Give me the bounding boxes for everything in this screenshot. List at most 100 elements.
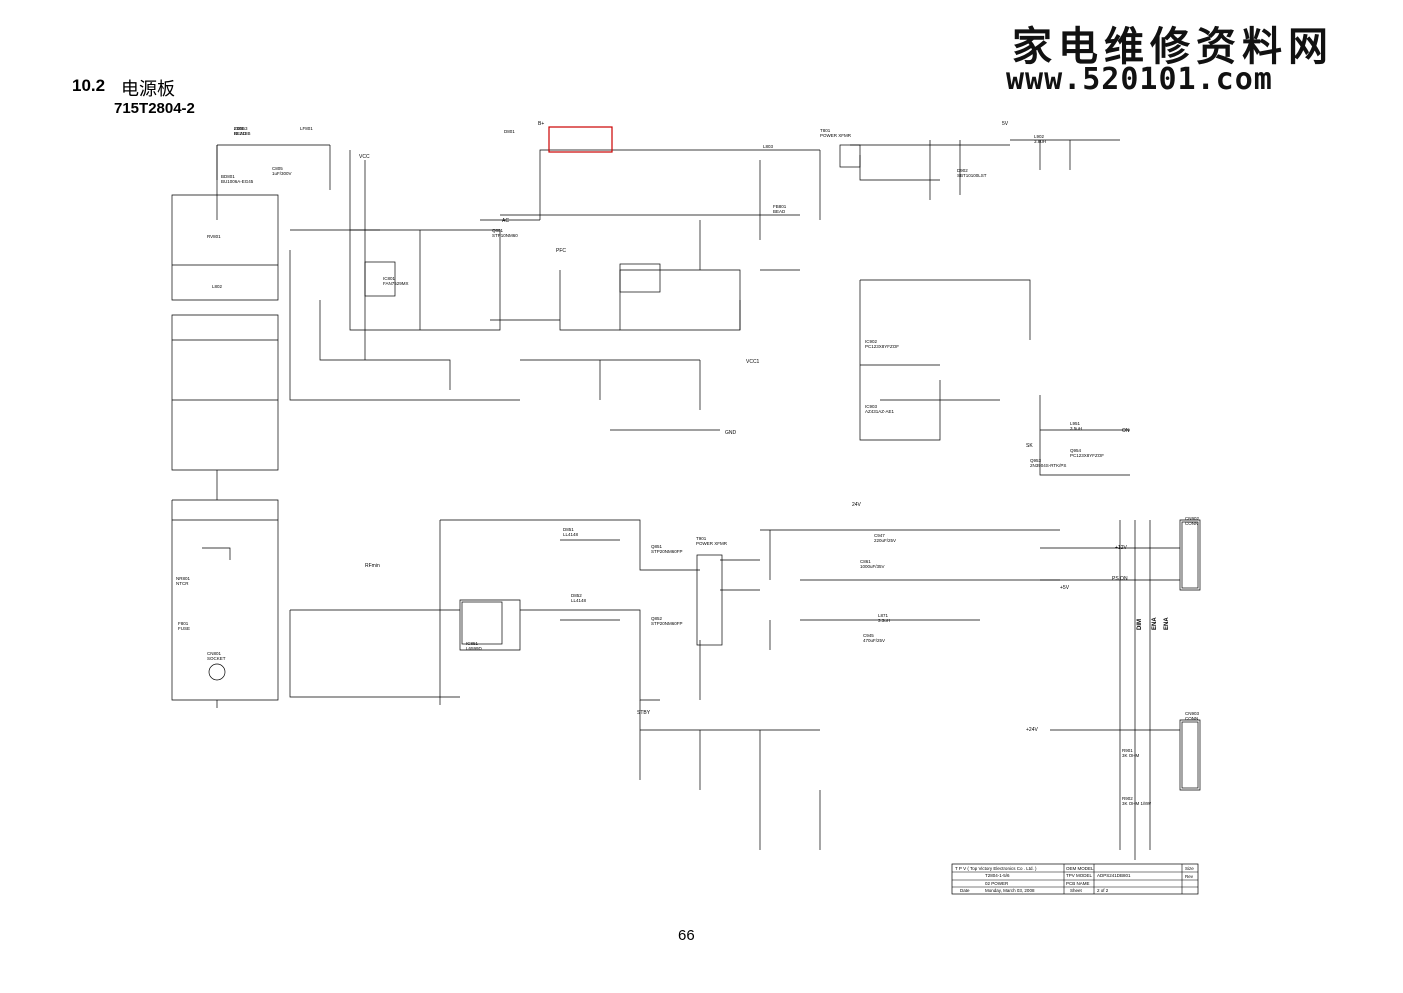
component-value: 3.3uH xyxy=(878,618,890,623)
component-ref: IC851 xyxy=(466,641,479,646)
page-number: 66 xyxy=(678,927,695,944)
watermark-chinese: 家电维修资料网 xyxy=(1012,23,1334,70)
component-value: POWER XFMR xyxy=(820,133,852,138)
component-ref: CN902 xyxy=(1185,516,1200,521)
section-number: 10.2 xyxy=(72,76,106,95)
label-ena-2: ENA xyxy=(1164,617,1170,630)
component-ref: L871 xyxy=(878,613,889,618)
component-ref: L802 xyxy=(212,284,223,289)
component-value: L6599D xyxy=(466,646,483,651)
component-ref: IC801 xyxy=(383,276,396,281)
title-date-value: Monday, March 03, 2008 xyxy=(985,888,1035,893)
component-ref: LF801 xyxy=(300,126,313,131)
component-value: STP20NM60FP xyxy=(651,549,683,554)
component-ref: C947 xyxy=(874,533,885,538)
title-date-label: Date xyxy=(960,888,970,893)
component-ref: T901 xyxy=(696,536,707,541)
net-label-rfmin: RFmin xyxy=(365,563,380,569)
component-ref: IC903 xyxy=(865,404,878,409)
component-ref: D902 xyxy=(957,168,968,173)
component-ref: RV801 xyxy=(207,234,221,239)
connector-pin-labels: DIM ENA ENA xyxy=(1137,617,1170,630)
component-ref: R902 xyxy=(1122,796,1133,801)
net-label-vcc: VCC xyxy=(359,154,370,160)
net-label-ac: AC xyxy=(502,218,509,224)
title-tpv-model-value: ADPS241DB801 xyxy=(1097,873,1131,878)
component-ref: R901 xyxy=(1122,748,1133,753)
title-board-label: 02 POWER xyxy=(985,881,1009,886)
net-label-p24v: +24V xyxy=(1026,727,1038,733)
watermark-url: www.520101.com xyxy=(1006,62,1273,97)
component-value: AZ431AZ-AE1 xyxy=(865,409,895,414)
component-ref: NR801 xyxy=(176,576,191,581)
component-value: LL4148 xyxy=(563,532,579,537)
component-ref: D851 xyxy=(563,527,574,532)
component-value: BEAD xyxy=(773,209,786,214)
component-ref: ZD953 xyxy=(234,126,248,131)
component-value: 3K OHM xyxy=(1122,753,1140,758)
net-label-b-plus: B+ xyxy=(538,121,544,127)
component-ref: Q851 xyxy=(651,544,663,549)
component-value: POWER XFMR xyxy=(696,541,728,546)
title-tpv-model-label: TPV MODEL xyxy=(1066,873,1093,878)
component-value: 470uF/25V xyxy=(863,638,885,643)
component-value: 2N3904S-RTK/PS xyxy=(1030,463,1066,468)
component-labels: L801BEADLF801C8051uF/300VBD801BU1006A-EG… xyxy=(176,126,1200,806)
component-symbols xyxy=(208,144,1199,789)
net-labels: B+ PFC VCC VCC1 AC GND STBY RFmin 5V +12… xyxy=(359,121,1130,733)
component-ref: IC902 xyxy=(865,339,878,344)
component-ref: Q954 xyxy=(1070,448,1082,453)
component-value: 220uF/25V xyxy=(874,538,896,543)
title-sheet-value: 2 of 2 xyxy=(1097,888,1109,893)
component-ref: T801 xyxy=(820,128,831,133)
label-ena: ENA xyxy=(1152,617,1158,630)
component-value: PC123X8YFZOF xyxy=(1070,453,1104,458)
board-model: 715T2804-2 xyxy=(114,100,195,117)
net-label-p5v: +5V xyxy=(1060,585,1070,591)
net-label-gnd: GND xyxy=(725,430,737,436)
component-value: CONN xyxy=(1185,521,1198,526)
component-value: LL4148 xyxy=(571,598,587,603)
net-label-sk: SK xyxy=(1026,443,1033,449)
title-size-label: Size xyxy=(1185,866,1194,871)
component-ref: Q852 xyxy=(651,616,663,621)
component-value: 1uF/300V xyxy=(272,171,292,176)
net-label-on: ON xyxy=(1122,428,1130,434)
title-company: T P V ( Top Victory Electronics Co . Ltd… xyxy=(955,866,1037,871)
component-ref: CN801 xyxy=(207,651,222,656)
component-value: BEAD xyxy=(234,131,247,136)
title-doc-no: T2804-1-5/6 xyxy=(985,873,1010,878)
component-ref: C861 xyxy=(860,559,871,564)
title-sheet-label: Sheet xyxy=(1070,888,1083,893)
title-block: T P V ( Top Victory Electronics Co . Ltd… xyxy=(951,863,1199,895)
component-ref: BD801 xyxy=(221,174,235,179)
component-value: STP10NM60 xyxy=(492,233,518,238)
component-value: FAN7529MX xyxy=(383,281,409,286)
component-value: PC123X8YFZOF xyxy=(865,344,899,349)
component-ref: L801 xyxy=(234,126,245,131)
component-ref: Q801 xyxy=(492,228,504,233)
title-pcb-name-label: PCB NAME xyxy=(1066,881,1090,886)
title-oem-model-label: OEM MODEL xyxy=(1066,866,1094,871)
net-label-5v: 5V xyxy=(1002,121,1009,127)
component-ref: D852 xyxy=(571,593,582,598)
component-ref: D801 xyxy=(504,129,515,134)
component-ref: CN903 xyxy=(1185,711,1200,716)
net-label-ps-on: PS ON xyxy=(1112,576,1128,582)
net-label-stby: STBY xyxy=(637,710,651,716)
net-label-pfc: PFC xyxy=(556,248,566,254)
component-value: FUSE xyxy=(178,626,190,631)
component-value: 1000uF/35V xyxy=(860,564,885,569)
component-value: BU1006A-EG45 xyxy=(221,179,254,184)
wiring xyxy=(171,139,1201,860)
component-value: CONN xyxy=(1185,716,1198,721)
component-ref: F801 xyxy=(178,621,189,626)
net-label-12v: +12V xyxy=(1115,545,1127,551)
component-value: SBT10100LST xyxy=(957,173,987,178)
component-ref: L951 xyxy=(1070,421,1081,426)
title-rev-label: Rev xyxy=(1185,874,1194,879)
component-value: 3K OHM 1/8W xyxy=(1122,801,1152,806)
component-value: SOCKET xyxy=(207,656,226,661)
component-value: RLZ18B xyxy=(234,131,251,136)
